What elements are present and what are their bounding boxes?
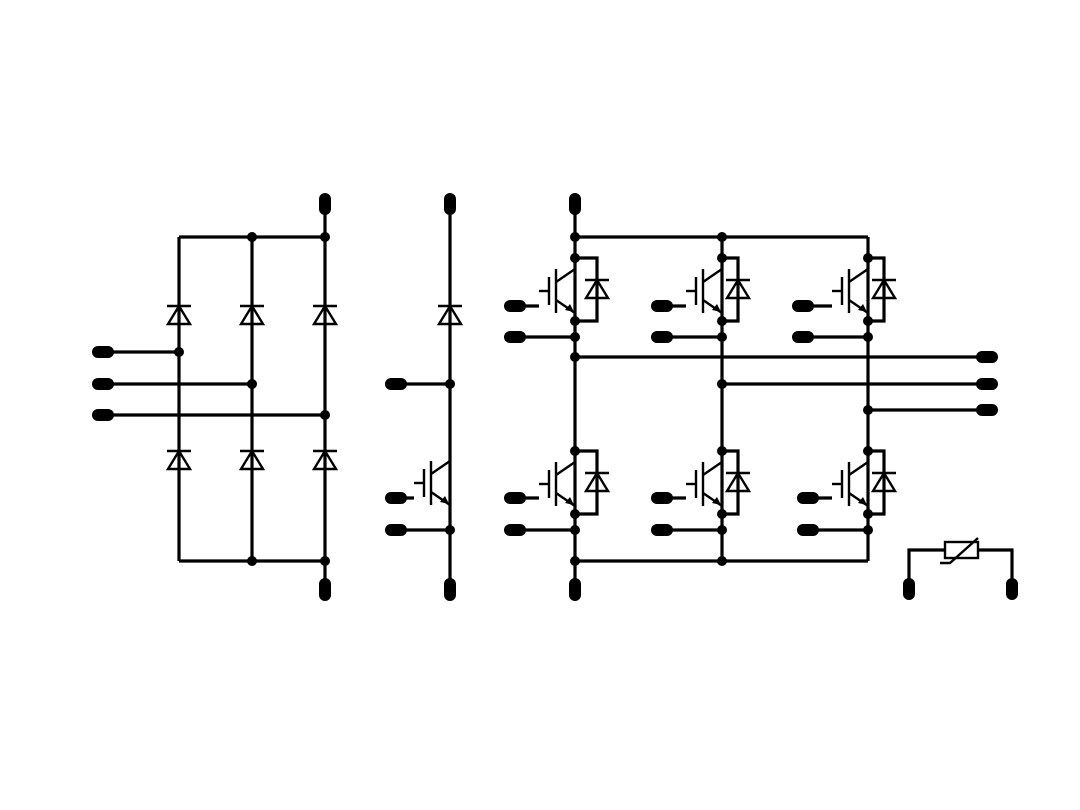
inverter-igbt-5 [684, 460, 724, 508]
inverter-igbt-4 [537, 460, 577, 508]
inverter-igbt-1 [537, 267, 577, 315]
inverter-igbt-2 [684, 267, 724, 315]
brake-igbt-symbol [412, 459, 452, 507]
brake-chopper [385, 193, 464, 601]
inverter-igbt-3 [830, 267, 870, 315]
inverter-igbt-6 [830, 460, 870, 508]
ntc-thermistor [903, 537, 1018, 600]
rectifier-bridge [92, 193, 339, 601]
thermistor-body [943, 540, 980, 560]
three-phase-inverter [504, 193, 998, 601]
